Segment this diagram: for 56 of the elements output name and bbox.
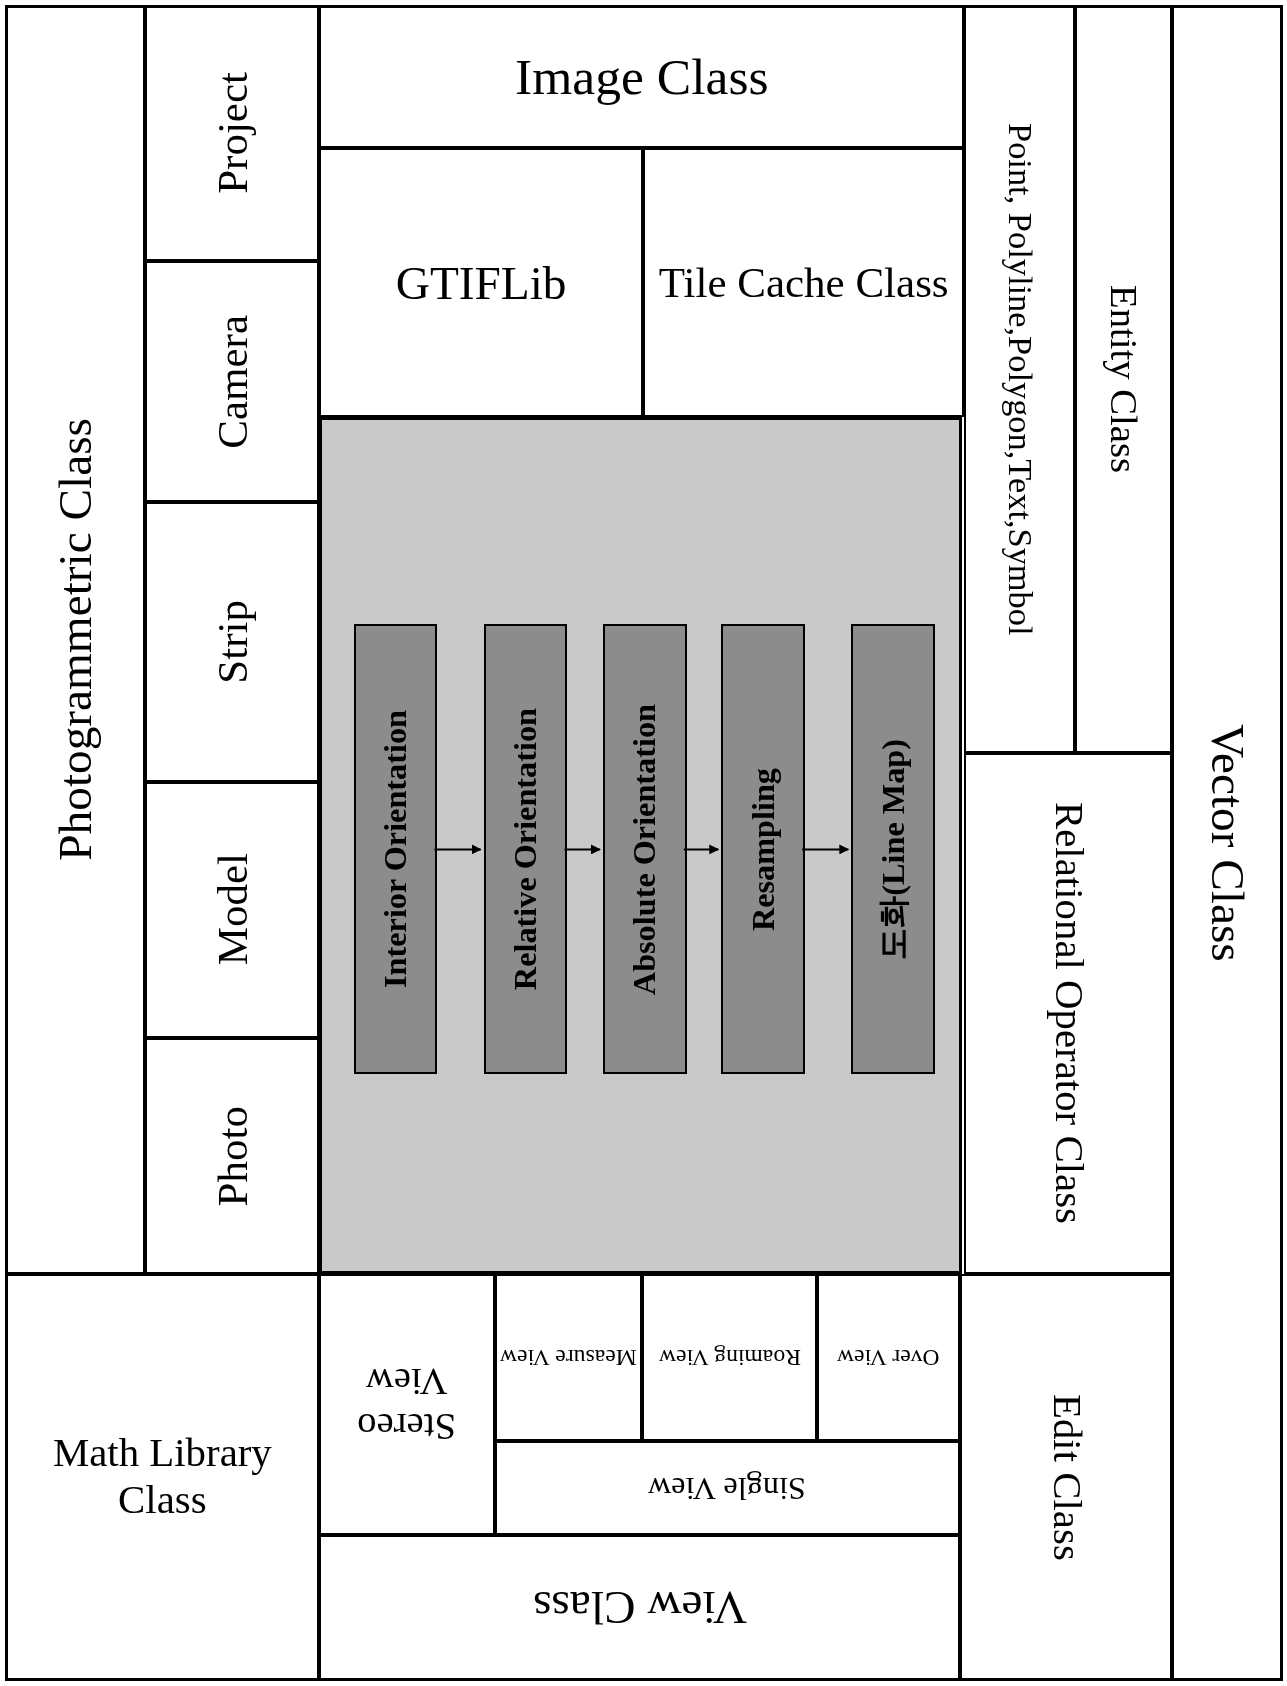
- class-cell: [5, 1274, 320, 1681]
- class-label: Measure View: [499, 1344, 637, 1371]
- step-label: Absolute Orientation: [626, 703, 664, 995]
- class-cell: [964, 5, 1076, 753]
- arrow: [433, 844, 482, 855]
- class-cell: [5, 5, 146, 1275]
- class-label: Camera: [207, 314, 257, 449]
- process-box: [353, 624, 438, 1074]
- class-label: Point, Polyline,Polygon,Text,Symbol: [1000, 122, 1040, 636]
- class-cell: [1075, 5, 1172, 753]
- class-cell: [145, 502, 320, 782]
- arrow: [682, 844, 720, 855]
- class-cell: [319, 1535, 961, 1681]
- arrow: [801, 844, 850, 855]
- class-label: Image Class: [515, 47, 769, 107]
- class-cell: [319, 5, 965, 149]
- class-label: Edit Class: [1043, 1393, 1090, 1561]
- step-label: Resampling: [744, 767, 782, 931]
- arrow: [563, 844, 601, 855]
- class-cell: [319, 148, 643, 418]
- class-cell: [960, 1274, 1172, 1681]
- class-cell: [964, 752, 1172, 1275]
- class-label: Strip: [207, 600, 257, 684]
- process-box: [602, 624, 687, 1074]
- view-cell: [319, 1274, 495, 1536]
- view-cell: [494, 1274, 642, 1441]
- class-cell: [145, 261, 320, 503]
- class-label: Tile Cache Class: [658, 258, 949, 308]
- class-label: Entity Class: [1101, 284, 1146, 474]
- process-box: [851, 624, 936, 1074]
- class-label: Stereo View: [356, 1360, 458, 1450]
- class-cell: [145, 5, 320, 262]
- class-cell: [145, 1037, 320, 1275]
- class-label: Single View: [648, 1469, 807, 1507]
- class-cell: [145, 781, 320, 1038]
- step-label: Interior Orientation: [376, 710, 414, 989]
- step-label: Relative Orientation: [507, 708, 544, 991]
- class-label: View Class: [532, 1581, 747, 1636]
- class-label: Photogrammetric Class: [48, 418, 103, 862]
- step-label: 도화(Line Map): [874, 738, 912, 960]
- class-label: Roaming View: [658, 1344, 801, 1371]
- class-label: Photo: [207, 1105, 257, 1206]
- class-cell: [642, 148, 965, 418]
- view-cell: [641, 1274, 818, 1441]
- class-label: GTIFLib: [395, 255, 567, 310]
- class-label: Model: [207, 853, 257, 966]
- view-cell: [817, 1274, 961, 1441]
- process-box: [721, 624, 806, 1074]
- class-label: Relational Operator Class: [1045, 802, 1092, 1225]
- class-label: Over View: [837, 1344, 940, 1371]
- class-label: Math Library Class: [51, 1430, 273, 1525]
- process-box: [483, 624, 568, 1074]
- view-cell: [494, 1440, 961, 1536]
- class-label: Project: [207, 72, 257, 195]
- process-panel: [319, 417, 963, 1275]
- class-label: Vector Class: [1200, 724, 1255, 962]
